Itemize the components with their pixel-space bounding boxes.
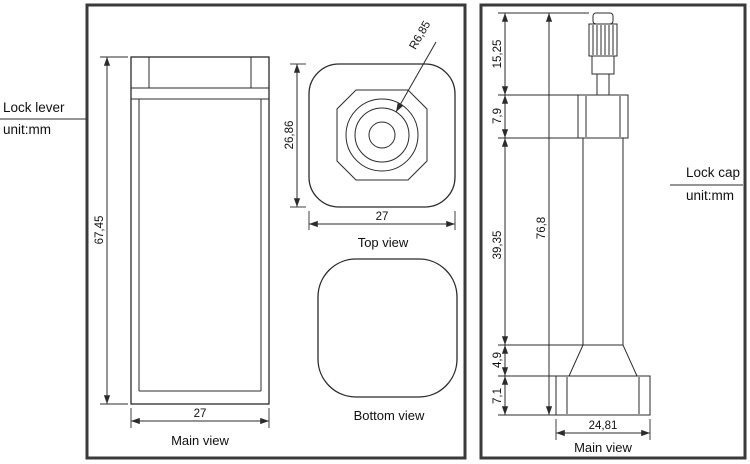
dim-label-cap-width: 24,81 — [589, 420, 618, 432]
lock-lever-panel-border — [85, 3, 467, 460]
top-view-ring-inner — [354, 107, 410, 163]
left-side-title: Lock lever — [3, 100, 65, 115]
left-side-label: Lock lever unit:mm — [0, 100, 86, 137]
top-view-ring-outer — [345, 98, 419, 172]
top-view-octagon-boss — [336, 89, 428, 181]
dim-label-topview-width: 27 — [376, 211, 389, 223]
lever-main-view: 67,45 27 Main view — [94, 56, 270, 448]
right-side-label: Lock cap unit:mm — [670, 165, 743, 203]
dim-label-topview-height: 26,86 — [284, 121, 296, 150]
lock-cap-panel-border — [479, 3, 747, 460]
lever-bottom-view: Bottom view — [317, 258, 458, 423]
cap-main-view-caption: Main view — [574, 440, 632, 455]
top-view-center-hole — [368, 121, 396, 149]
lever-main-view-caption: Main view — [171, 433, 229, 448]
dim-label-cap-shaft: 39,35 — [492, 231, 504, 260]
dim-label-cap-top: 15,25 — [492, 40, 504, 69]
cap-main-view: 15,25 7,9 39,35 4,9 7,1 76,8 24,81 Main … — [492, 12, 651, 455]
lock-cap-panel: 15,25 7,9 39,35 4,9 7,1 76,8 24,81 Main … — [479, 3, 747, 460]
dim-label-lever-height: 67,45 — [94, 216, 106, 245]
dim-label-cap-taper: 4,9 — [492, 352, 504, 368]
lock-lever-panel: 67,45 27 Main view R6,85 26,86 — [85, 3, 467, 460]
right-side-unit: unit:mm — [686, 188, 734, 203]
cap-part-outline — [555, 12, 651, 416]
bottom-view-outline — [317, 258, 458, 398]
cap-base-flange — [555, 375, 651, 416]
dim-label-cap-base: 7,1 — [492, 388, 504, 404]
dim-label-cap-total: 76,8 — [536, 217, 548, 239]
lever-body-outline — [130, 56, 270, 405]
dim-label-cap-collar: 7,9 — [492, 108, 504, 124]
top-view-outline — [308, 63, 456, 208]
bottom-view-caption: Bottom view — [354, 408, 425, 423]
radius-leader-line — [395, 41, 437, 113]
left-side-unit: unit:mm — [3, 122, 51, 137]
right-side-title: Lock cap — [686, 165, 740, 180]
top-view-caption: Top view — [358, 235, 409, 250]
dim-label-lever-width: 27 — [194, 408, 207, 420]
